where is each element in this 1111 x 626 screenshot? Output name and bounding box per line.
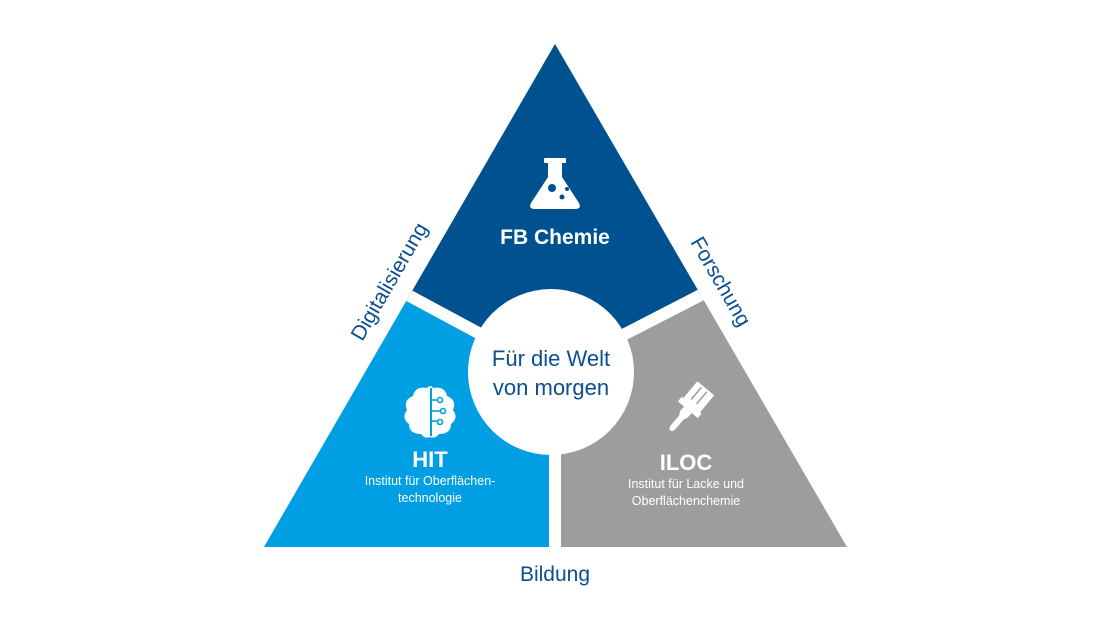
section-right-title: ILOC xyxy=(659,450,713,475)
brain-icon xyxy=(404,386,456,438)
section-left-subtitle-line1: Institut für Oberflächen- xyxy=(364,474,496,488)
section-right-label: ILOC Institut für Lacke und Oberflächenc… xyxy=(586,450,786,510)
center-text-line2: von morgen xyxy=(492,375,610,400)
section-right-subtitle-line2: Oberflächenchemie xyxy=(631,494,741,508)
section-left-title: HIT xyxy=(412,447,448,472)
section-left-label: HIT Institut für Oberflächen- technologi… xyxy=(330,447,530,507)
section-right-subtitle-line1: Institut für Lacke und xyxy=(627,477,745,491)
flask-icon xyxy=(530,158,580,209)
section-left-subtitle-line2: technologie xyxy=(398,491,462,505)
center-text-line1: Für die Welt xyxy=(491,346,611,371)
paintbrush-icon xyxy=(669,381,714,432)
edge-label-bottom: Bildung xyxy=(519,563,591,586)
center-circle xyxy=(468,289,634,455)
section-top-title: FB Chemie xyxy=(500,226,610,249)
center-text: Für die Welt von morgen xyxy=(471,344,631,402)
